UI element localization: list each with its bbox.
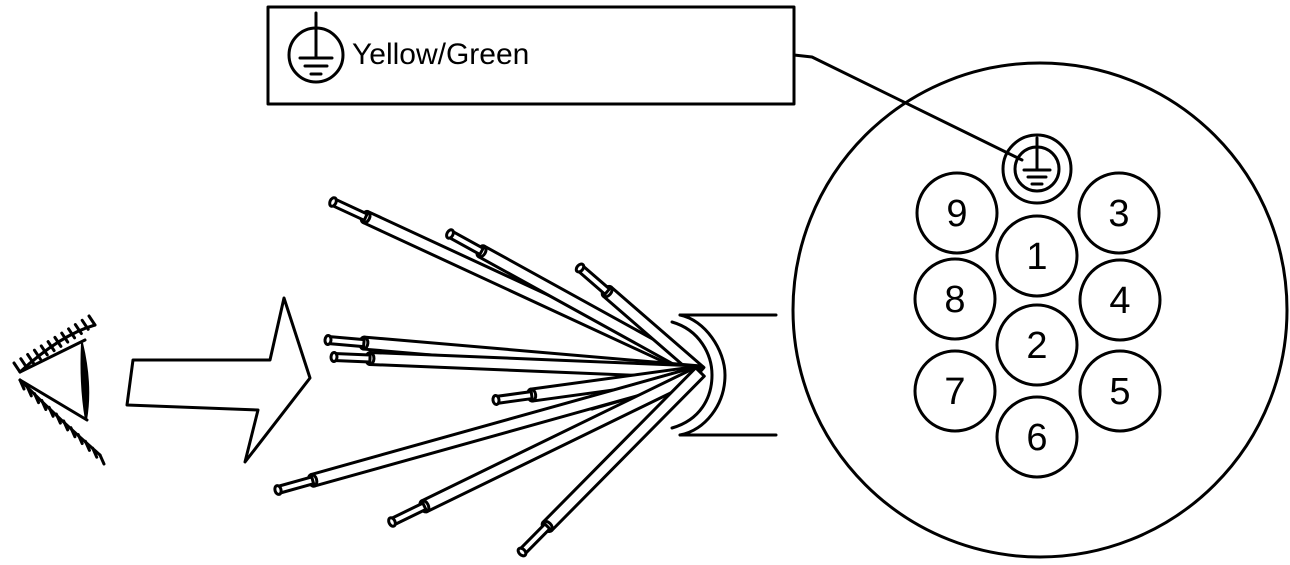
legend-frame <box>266 5 796 106</box>
pin-5: 5 <box>1078 349 1162 433</box>
pin-label: 7 <box>944 371 965 413</box>
protective-earth-icon <box>1013 136 1061 193</box>
connector-face: 9 1 3 8 4 2 7 5 <box>791 61 1289 559</box>
wire <box>387 365 705 528</box>
pin-label: 4 <box>1109 280 1130 322</box>
eyelash <box>60 331 70 344</box>
eyelash <box>33 392 41 405</box>
eyelash <box>62 419 70 432</box>
eyelash <box>98 453 106 466</box>
legend-text: Yellow/Green <box>352 38 529 71</box>
eyelash <box>73 323 83 336</box>
pin-9: 9 <box>915 171 999 255</box>
pin-label: 6 <box>1026 417 1047 459</box>
pin-6: 6 <box>995 395 1079 479</box>
eyelash <box>26 352 36 365</box>
protective-earth-icon <box>287 11 345 84</box>
legend-box: Yellow/Green <box>266 5 796 106</box>
eyelash <box>46 340 56 353</box>
view-direction-arrow-icon <box>125 296 312 464</box>
eyelash <box>87 314 97 327</box>
eyelash <box>83 439 91 452</box>
pin-4: 4 <box>1078 258 1162 342</box>
pin-label: 5 <box>1109 371 1130 413</box>
pin-label: 1 <box>1026 236 1047 278</box>
eyelash <box>40 398 48 411</box>
eyelash <box>54 412 62 425</box>
eyelash <box>76 433 84 446</box>
eyelash <box>69 426 77 439</box>
eyelash <box>67 327 77 340</box>
earth-pin <box>1001 133 1073 205</box>
pin-label: 3 <box>1108 193 1129 235</box>
leader-line <box>792 53 1024 162</box>
cable-jacket <box>670 313 778 437</box>
eyelash <box>12 361 22 374</box>
eyelash <box>47 405 55 418</box>
pin-1: 1 <box>995 214 1079 298</box>
eyelash <box>25 385 33 398</box>
eyelash <box>19 357 29 370</box>
pin-label: 9 <box>946 193 967 235</box>
connector-outline <box>791 61 1289 559</box>
wire <box>574 262 706 379</box>
pin-label: 2 <box>1026 325 1047 367</box>
eye-icon <box>12 314 106 466</box>
eyelash <box>18 378 26 391</box>
wire <box>516 366 706 558</box>
eyelash <box>39 344 49 357</box>
wire-bundle <box>273 196 706 558</box>
pin-8: 8 <box>913 257 997 341</box>
eyelash <box>32 348 42 361</box>
eyelash <box>53 335 63 348</box>
pin-2: 2 <box>995 303 1079 387</box>
eyelash <box>80 318 90 331</box>
eyelashes <box>12 314 106 466</box>
pin-label: 8 <box>944 279 965 321</box>
pin-3: 3 <box>1077 171 1161 255</box>
pin-7: 7 <box>913 349 997 433</box>
eyelash <box>91 446 99 459</box>
